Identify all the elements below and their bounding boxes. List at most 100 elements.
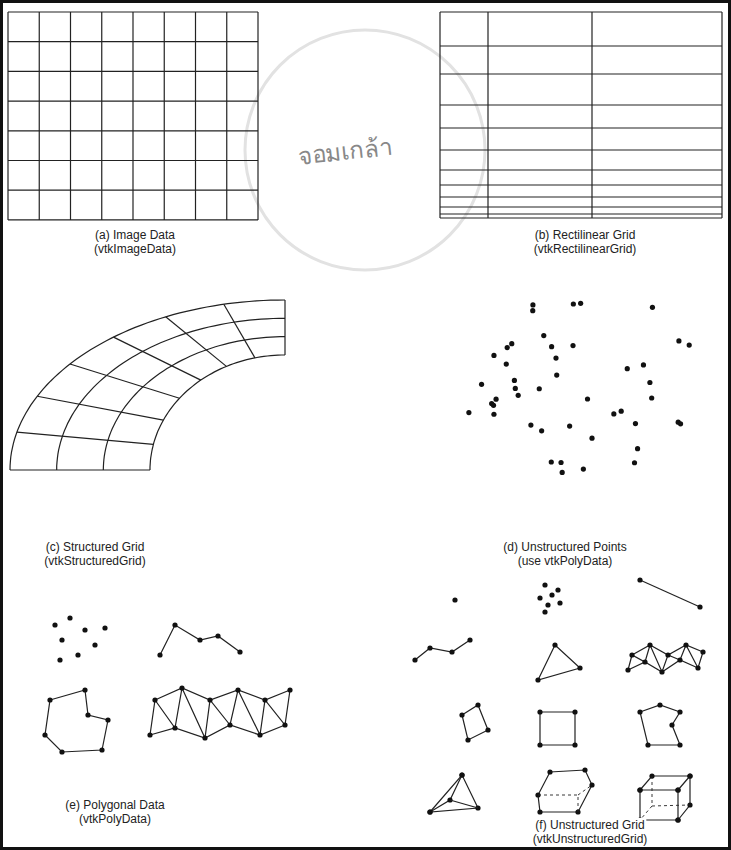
vertex-dot: [530, 308, 535, 313]
cell-edge: [430, 775, 478, 812]
vertex-dot: [172, 725, 177, 730]
image-grid-line: [101, 12, 102, 220]
rectilinear-grid-line: [440, 213, 722, 214]
vertex-dot: [537, 809, 542, 814]
vertex-dot: [512, 378, 517, 383]
vertex-dot: [485, 727, 490, 732]
vertex-dot: [581, 466, 586, 471]
strip-edge: [628, 645, 703, 672]
image-grid-line: [8, 130, 258, 131]
vertex-dot: [647, 642, 652, 647]
panel-caption-class: (vtkPolyData): [77, 812, 153, 826]
image-grid-line: [8, 190, 258, 191]
vertex-dot: [647, 380, 652, 385]
vertex-dot: [632, 460, 637, 465]
vertex-dot: [637, 787, 642, 792]
rectilinear-grid-line: [440, 45, 722, 46]
rectilinear-grid-line: [440, 73, 722, 74]
vertex-dot: [637, 577, 642, 582]
vertex-dot: [545, 602, 550, 607]
vertex-dot: [571, 301, 576, 306]
vertex-dot: [99, 747, 104, 752]
cell-edge: [640, 790, 678, 820]
panel-caption: (b) Rectilinear Grid: [533, 228, 638, 242]
vertex-dot: [560, 470, 565, 475]
vertex-dot: [535, 677, 540, 682]
vertex-dot: [553, 355, 558, 360]
vertex-dot: [475, 702, 480, 707]
cell-edge: [640, 776, 690, 790]
vertex-dot: [504, 361, 509, 366]
vertex-dot: [105, 717, 110, 722]
image-grid-line: [226, 12, 227, 220]
vertex-dot: [459, 772, 464, 777]
structured-grid-line: [150, 355, 285, 470]
cell-edge: [462, 705, 488, 740]
vertex-dot: [215, 633, 220, 638]
rectilinear-grid-line: [439, 12, 440, 218]
vertex-dot: [197, 637, 202, 642]
grid-drawings: [8, 12, 722, 823]
panel-caption-class: (vtkUnstructuredGrid): [531, 832, 650, 846]
image-grid-line: [39, 12, 40, 220]
rectilinear-grid-line: [591, 12, 592, 218]
vertex-dot: [675, 787, 680, 792]
structured-grid-line: [284, 300, 285, 355]
vertex-dot: [207, 697, 212, 702]
image-grid-line: [7, 12, 8, 220]
strip-edge: [155, 688, 290, 700]
vertex-dot: [625, 366, 630, 371]
vertex-dot: [633, 421, 638, 426]
hidden-edge: [640, 776, 652, 820]
vertex-dot: [257, 732, 262, 737]
vertex-dot: [467, 637, 472, 642]
rectilinear-grid-line: [440, 196, 722, 197]
vertex-dot: [82, 687, 87, 692]
vertex-dot: [541, 333, 546, 338]
rectilinear-grid-line: [440, 104, 722, 105]
vertex-dot: [619, 409, 624, 414]
rectilinear-grid-line: [721, 12, 722, 218]
vertex-dot: [611, 411, 616, 416]
vertex-dot: [412, 657, 417, 662]
structured-grid-line: [103, 337, 285, 470]
structured-grid-line: [37, 396, 163, 420]
image-grid-line: [8, 41, 258, 42]
vertex-dot: [537, 386, 542, 391]
vertex-dot: [287, 687, 292, 692]
image-grid-line: [195, 12, 196, 220]
vertex-dot: [42, 732, 47, 737]
vertex-dot: [642, 659, 647, 664]
vertex-dot: [59, 637, 64, 642]
vertex-dot: [649, 395, 654, 400]
image-grid-line: [8, 71, 258, 72]
vertex-dot: [227, 722, 232, 727]
structured-grid-line: [114, 337, 201, 380]
vertex-dot: [513, 386, 518, 391]
rectilinear-grid-line: [440, 169, 722, 170]
vertex-dot: [675, 817, 680, 822]
rectilinear-grid-line: [440, 149, 722, 150]
vertex-dot: [637, 787, 642, 792]
vertex-dot: [637, 709, 642, 714]
vertex-dot: [75, 652, 80, 657]
vertex-dot: [695, 665, 700, 670]
vertex-dot: [530, 302, 535, 307]
vertex-dot: [567, 423, 572, 428]
vertex-dot: [157, 652, 162, 657]
vertex-dot: [47, 697, 52, 702]
vertex-dot: [549, 459, 554, 464]
vertex-dot: [449, 649, 454, 654]
vertex-dot: [558, 460, 563, 465]
strip-edge: [150, 688, 290, 738]
hidden-edge: [652, 805, 690, 806]
vertex-dot: [491, 412, 496, 417]
cell-edge: [640, 580, 700, 607]
cell-edge: [430, 775, 462, 812]
vertex-dot: [549, 344, 554, 349]
vertex-dot: [537, 595, 542, 600]
vertex-dot: [687, 342, 692, 347]
image-grid-line: [132, 12, 133, 220]
vertex-dot: [537, 742, 542, 747]
vertex-dot: [92, 642, 97, 647]
